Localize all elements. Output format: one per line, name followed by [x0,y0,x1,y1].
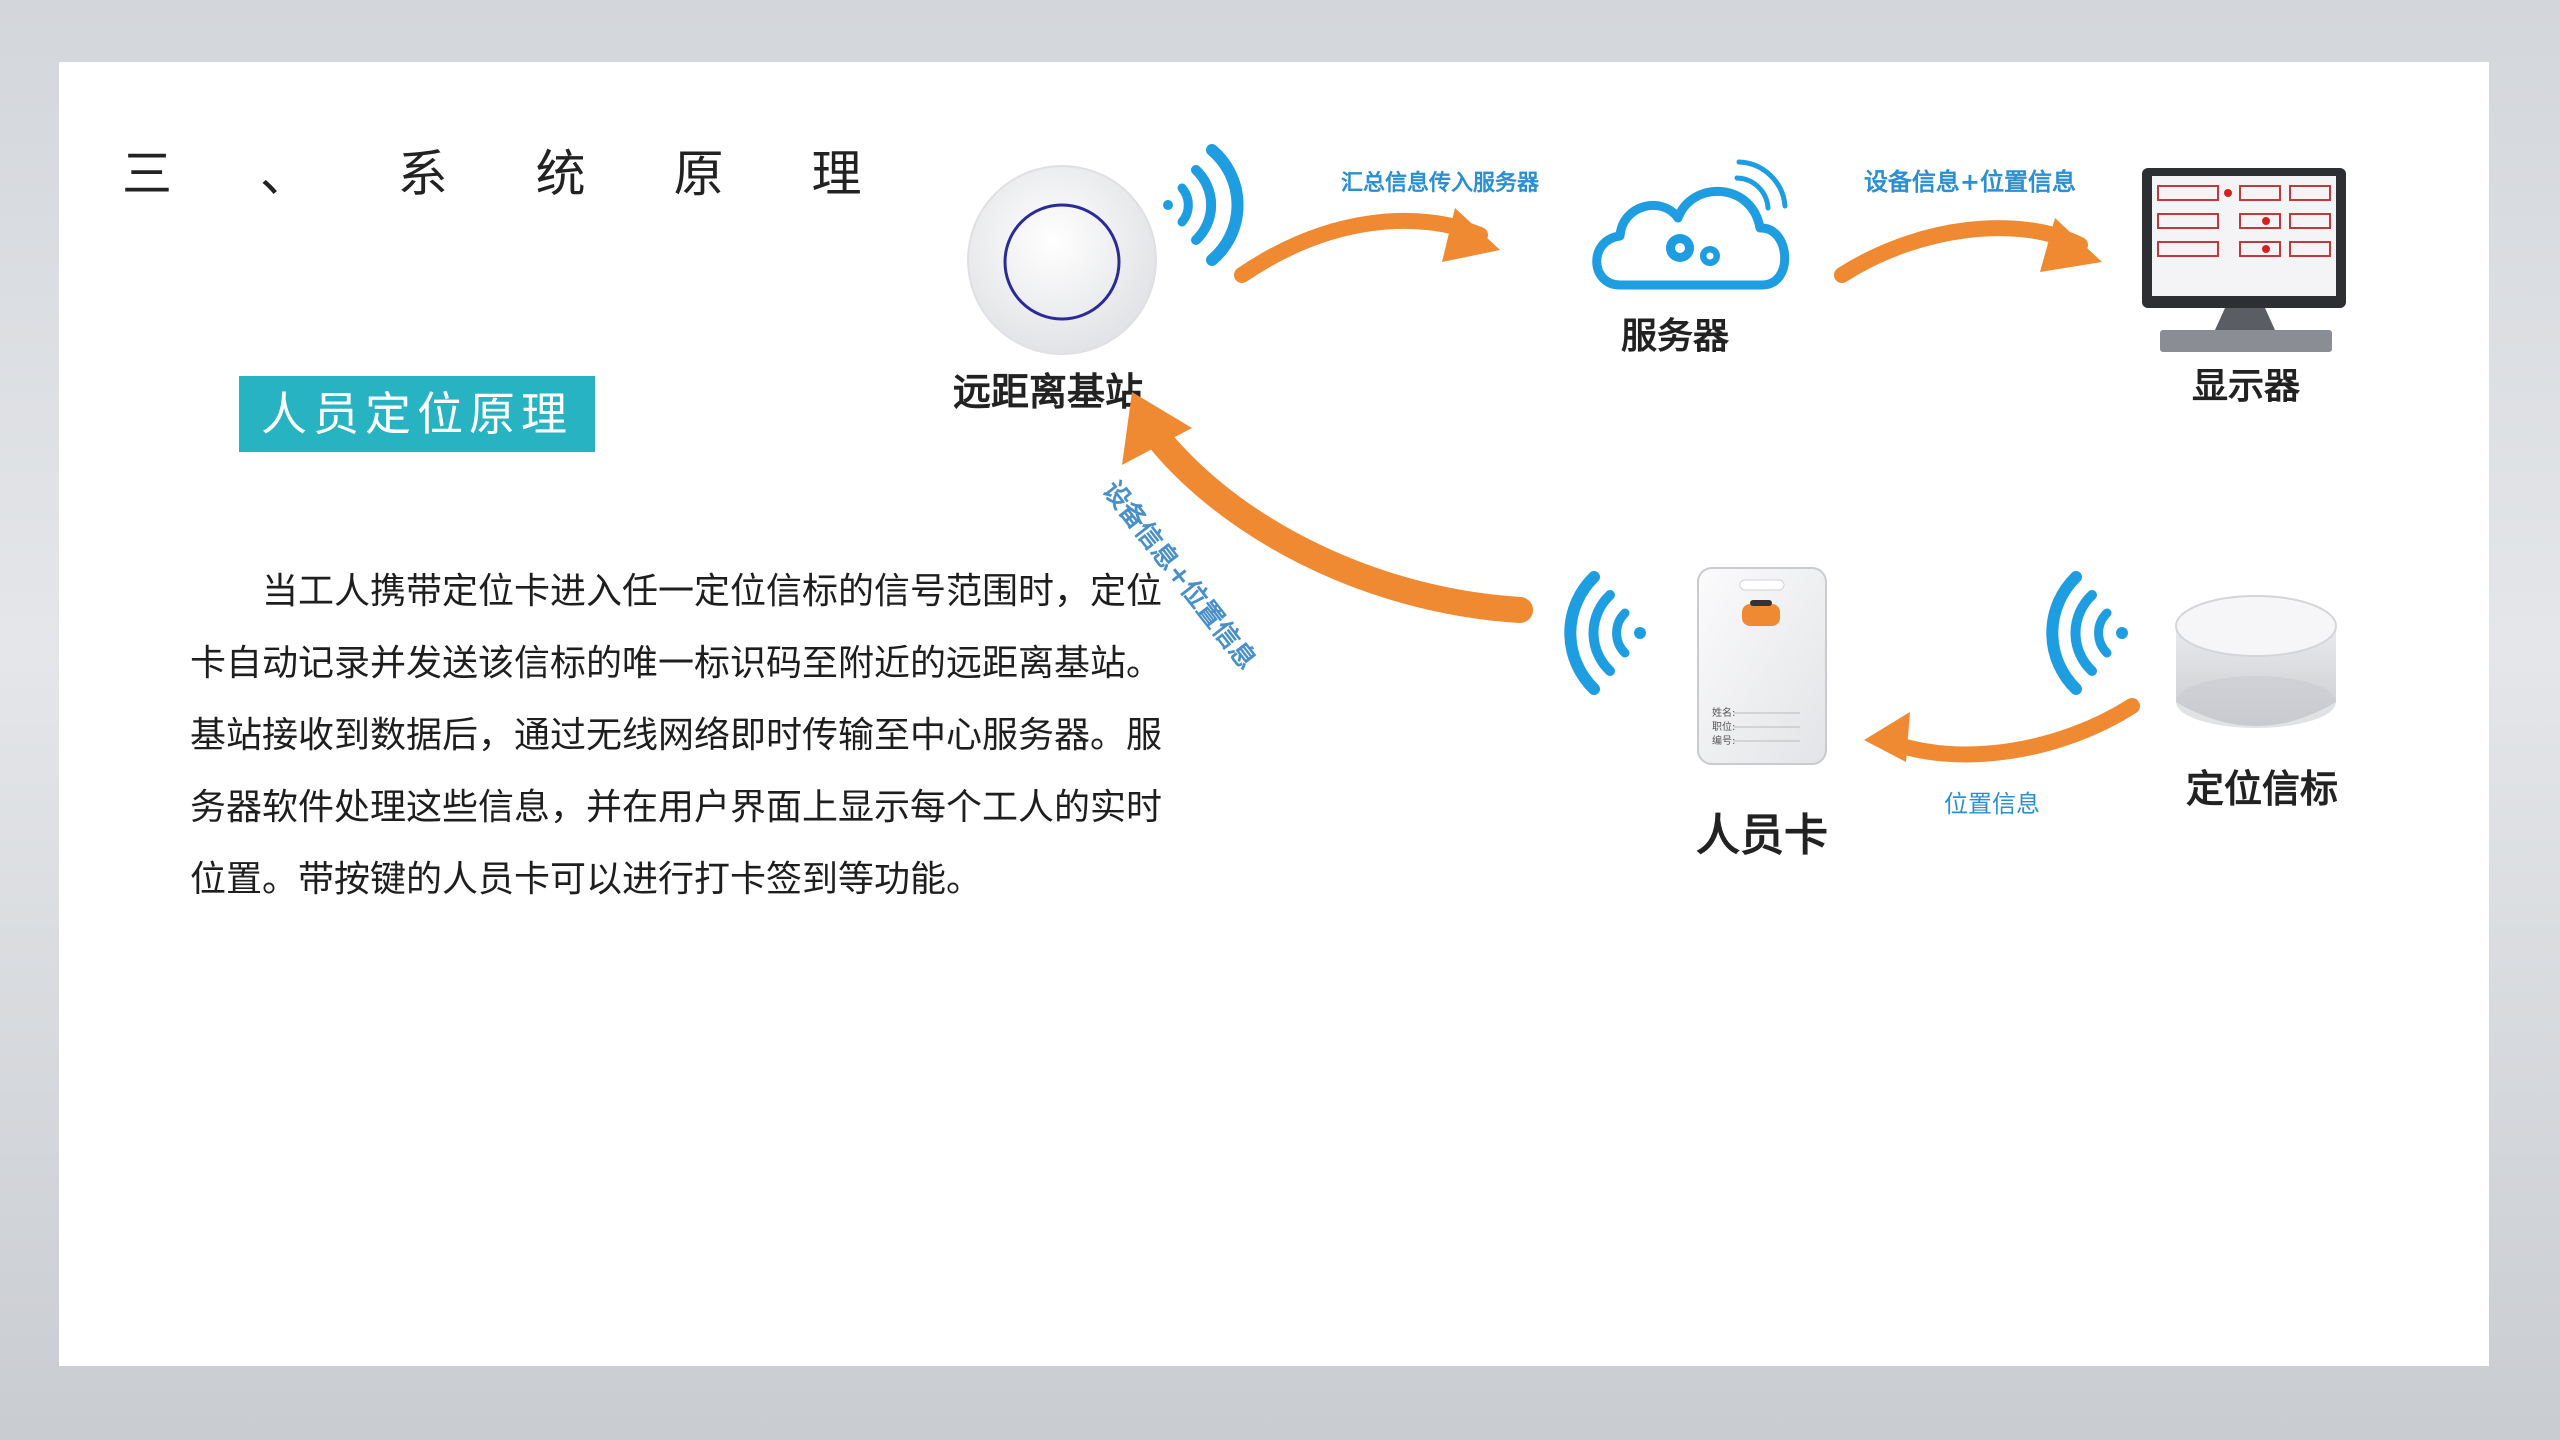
base-station-signal-icon [1163,144,1244,266]
arrow-label-beacon-to-card: 位置信息 [1944,790,2040,818]
arrow-beacon-to-card [1864,698,2140,763]
card-field-position: 职位: [1712,720,1735,733]
arrow-card-to-station [1122,392,1533,623]
server-signal-icon [1732,159,1788,214]
display-label: 显示器 [2192,366,2301,407]
body-text: 当工人携带定位卡进入任一定位信标的信号范围时，定位卡自动记录并发送该信标的唯一标… [190,556,1190,916]
slide: 三 、 系 统 原 理 人员定位原理 当工人携带定位卡进入任一定位信标的信号范围… [59,62,2489,1366]
server-cloud-icon [1592,186,1790,290]
card-field-number: 编号: [1712,734,1735,747]
arrow-label-station-to-server: 汇总信息传入服务器 [1341,170,1540,196]
arrow-station-to-server [1234,208,1500,283]
body-paragraph: 当工人携带定位卡进入任一定位信标的信号范围时，定位卡自动记录并发送该信标的唯一标… [190,571,1163,900]
beacon-signal-icon [2046,571,2128,695]
arrow-server-to-display [1834,218,2102,283]
server-label: 服务器 [1621,316,1730,357]
display-monitor-icon [2142,168,2346,352]
base-station-icon [967,165,1157,355]
card-field-name: 姓名: [1712,706,1735,719]
beacon-label: 定位信标 [2186,767,2338,811]
personnel-card-icon: 姓名: 职位: 编号: [1697,567,1827,765]
beacon-device-icon [2175,595,2337,728]
card-signal-icon [1564,571,1646,695]
personnel-card-label: 人员卡 [1696,810,1828,861]
section-subtitle: 人员定位原理 [239,376,595,452]
page-title: 三 、 系 统 原 理 [122,145,898,203]
base-station-label: 远距离基站 [953,370,1143,414]
arrow-label-server-to-display: 设备信息+位置信息 [1864,168,2076,196]
